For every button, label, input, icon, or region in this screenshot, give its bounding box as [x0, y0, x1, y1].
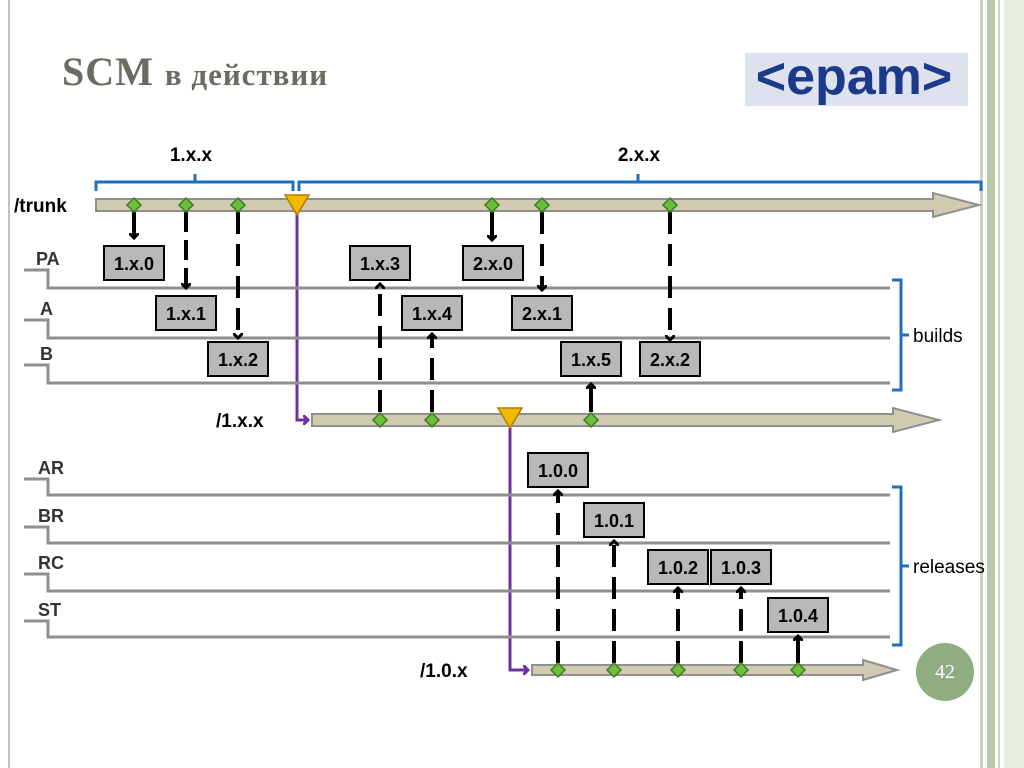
build-label: 1.x.0	[114, 254, 154, 274]
builds-label: builds	[913, 326, 963, 347]
branch-connectors	[295, 210, 528, 670]
releases-bracket	[892, 485, 909, 647]
release-label: 1.0.4	[778, 606, 818, 626]
commit-diamond	[582, 411, 600, 429]
level-line-b	[24, 363, 890, 385]
branch-point-triangle	[496, 407, 524, 430]
releases-label: releases	[913, 557, 985, 578]
commit-diamond	[423, 411, 441, 429]
build-label: 1.x.4	[412, 304, 452, 324]
version-label-1xx: 1.x.x	[170, 145, 213, 166]
build-levels: PA A B	[24, 249, 890, 385]
level-label-br: BR	[38, 506, 64, 526]
branch-label-trunk: /trunk	[14, 196, 67, 217]
branch-label-1xx: /1.x.x	[216, 411, 264, 432]
commit-diamond	[661, 196, 679, 214]
logo-text: <epam>	[756, 50, 953, 106]
commit-diamond	[483, 196, 501, 214]
branch-10x	[531, 658, 901, 682]
branch-label-10x: /1.0.x	[420, 661, 468, 682]
level-line-st	[24, 619, 890, 639]
commit-diamond	[549, 661, 567, 679]
promotion-arrows	[134, 212, 798, 663]
level-label-ar: AR	[38, 458, 64, 478]
level-line-ar	[24, 477, 890, 497]
build-label: 2.x.2	[650, 350, 690, 370]
commit-diamond	[605, 661, 623, 679]
level-line-pa	[24, 268, 890, 290]
build-label: 1.x.1	[166, 304, 206, 324]
release-box: 1.0.0	[527, 452, 589, 488]
build-box: 1.x.5	[560, 341, 622, 377]
epam-logo: <epam>	[745, 50, 968, 106]
release-box: 1.0.1	[583, 502, 645, 538]
branch-points	[283, 194, 524, 430]
bracket-2xx	[297, 174, 983, 191]
level-label-st: ST	[38, 600, 61, 620]
release-label: 1.0.3	[721, 558, 761, 578]
builds-bracket	[892, 278, 909, 392]
branch-1xx	[311, 406, 943, 434]
level-label-pa: PA	[36, 249, 60, 269]
page-number-badge: 42	[916, 643, 974, 701]
side-brackets: builds releases	[892, 278, 985, 647]
commit-diamond	[533, 196, 551, 214]
build-box: 1.x.0	[103, 245, 165, 281]
build-box: 2.x.2	[639, 341, 701, 377]
slide-title: SCM в действии	[62, 48, 328, 95]
bracket-1xx	[94, 174, 295, 191]
release-levels: AR BR RC ST	[24, 458, 890, 639]
release-box: 1.0.2	[647, 549, 709, 585]
commit-diamond	[789, 661, 807, 679]
build-box: 2.x.0	[462, 245, 524, 281]
build-box: 1.x.1	[155, 295, 217, 331]
commit-diamond	[732, 661, 750, 679]
title-main: SCM	[62, 49, 154, 94]
level-label-rc: RC	[38, 553, 64, 573]
build-label: 1.x.3	[360, 254, 400, 274]
build-boxes: 1.x.0 1.x.1 1.x.2 1.x.3 1.x.4 2.x.0 2.x.…	[103, 245, 701, 377]
commit-diamond	[229, 196, 247, 214]
release-boxes: 1.0.0 1.0.1 1.0.2 1.0.3 1.0.4	[527, 452, 829, 633]
branch-point-triangle	[283, 194, 311, 217]
release-box: 1.0.3	[710, 549, 772, 585]
version-brackets: 1.x.x 2.x.x	[94, 145, 983, 191]
level-line-a	[24, 318, 890, 340]
build-label: 1.x.2	[218, 350, 258, 370]
title-rest: в действии	[164, 57, 329, 92]
connector-trunk-to-1xx	[295, 210, 308, 420]
version-label-2xx: 2.x.x	[618, 145, 661, 166]
release-label: 1.0.2	[658, 558, 698, 578]
build-box: 1.x.3	[349, 245, 411, 281]
commit-diamond	[177, 196, 195, 214]
level-label-a: A	[40, 299, 53, 319]
build-box: 2.x.1	[511, 295, 573, 331]
build-box: 1.x.4	[401, 295, 463, 331]
build-label: 1.x.5	[571, 350, 611, 370]
commit-markers	[125, 196, 807, 679]
release-label: 1.0.0	[538, 461, 578, 481]
build-box: 1.x.2	[207, 341, 269, 377]
level-label-b: B	[40, 344, 53, 364]
slide-frame-right	[978, 0, 1024, 768]
commit-diamond	[125, 196, 143, 214]
release-box: 1.0.4	[767, 597, 829, 633]
level-line-br	[24, 525, 890, 545]
commit-diamond	[371, 411, 389, 429]
connector-1xx-to-10x	[508, 428, 528, 670]
slide-frame-left	[8, 0, 10, 768]
build-label: 2.x.1	[522, 304, 562, 324]
commit-diamond	[669, 661, 687, 679]
release-label: 1.0.1	[594, 511, 634, 531]
build-label: 2.x.0	[473, 254, 513, 274]
level-line-rc	[24, 572, 890, 593]
